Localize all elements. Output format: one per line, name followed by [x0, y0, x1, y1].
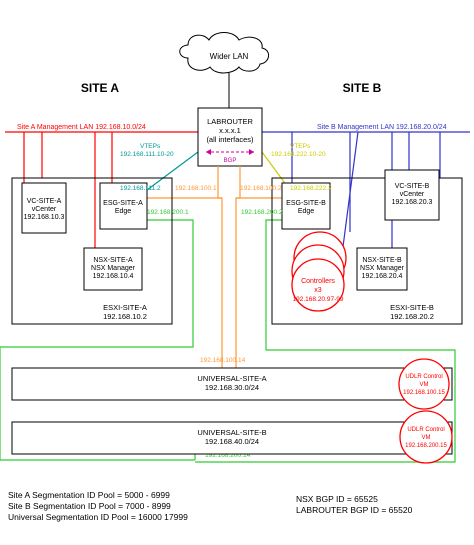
- svg-text:NSX-SITE-A: NSX-SITE-A: [93, 257, 133, 264]
- svg-text:vCenter: vCenter: [400, 191, 425, 198]
- orange-uplink-b: [235, 166, 241, 368]
- pool-u-note: Universal Segmentation ID Pool = 16000 1…: [8, 512, 188, 522]
- svg-text:UDLR Control: UDLR Control: [405, 374, 442, 380]
- udlr-control-vm-a: UDLR Control VM 192.168.100.15: [398, 358, 450, 410]
- controllers-cluster: Controllers x3 192.168.20.97-99: [291, 231, 347, 312]
- labrouter-note: (all interfaces): [206, 135, 254, 144]
- site-a-mgmt-label: Site A Management LAN 192.168.10.0/24: [17, 124, 146, 131]
- svg-text:ESG-SITE-B: ESG-SITE-B: [286, 200, 326, 207]
- svg-text:192.168.20.3: 192.168.20.3: [392, 199, 433, 206]
- svg-text:VC-SITE-B: VC-SITE-B: [395, 183, 430, 190]
- svg-text:192.168.20.4: 192.168.20.4: [362, 273, 403, 280]
- svg-text:NSX Manager: NSX Manager: [91, 265, 136, 272]
- vteps-a-net: 192.168.111.10-20: [120, 151, 174, 158]
- svg-text:VC-SITE-A: VC-SITE-A: [27, 198, 62, 205]
- svg-text:192.168.10.3: 192.168.10.3: [24, 214, 65, 221]
- esxi-site-a: ESXI-SITE-A 192.168.10.2: [11, 177, 173, 325]
- esg-a-uplink-ip: 192.168.100.1: [175, 185, 217, 192]
- vtep-link-a: [146, 151, 199, 191]
- svg-text:192.168.40.0/24: 192.168.40.0/24: [205, 437, 259, 446]
- svg-text:ESG-SITE-A: ESG-SITE-A: [103, 200, 143, 207]
- esg-b-transit-ip: 192.168.200.2: [241, 209, 283, 216]
- wider-lan-label: Wider LAN: [210, 52, 249, 61]
- vteps-b-net: 192.168.222.10-20: [271, 151, 326, 158]
- universal-b-link-ip: 192.168.200.14: [205, 452, 251, 459]
- labrouter-addr: x.x.x.1: [219, 126, 241, 135]
- vteps-b-label: VTEPs: [290, 143, 311, 150]
- universal-a-link-ip: 192.168.100.14: [200, 357, 246, 364]
- orange-uplink-a: [217, 166, 223, 368]
- esg-site-a: ESG-SITE-A Edge: [99, 182, 148, 230]
- svg-text:UNIVERSAL-SITE-B: UNIVERSAL-SITE-B: [197, 428, 266, 437]
- svg-text:192.168.100.15: 192.168.100.15: [403, 390, 445, 396]
- esg-b-uplink-ip: 192.168.100.2: [240, 185, 282, 192]
- green-transit-a: [0, 219, 195, 461]
- svg-text:VM: VM: [420, 382, 429, 388]
- esxi-b-ip: 192.168.20.2: [390, 312, 434, 321]
- svg-text:vCenter: vCenter: [32, 206, 57, 213]
- svg-text:192.168.10.4: 192.168.10.4: [93, 273, 134, 280]
- labrouter-bgp-note: LABROUTER BGP ID = 65520: [296, 505, 413, 515]
- svg-text:UDLR Control: UDLR Control: [407, 427, 444, 433]
- esg-a-transit-ip: 192.168.200.1: [147, 209, 189, 216]
- pool-b-note: Site B Segmentation ID Pool = 7000 - 899…: [8, 501, 171, 511]
- svg-text:NSX-SITE-B: NSX-SITE-B: [362, 257, 402, 264]
- svg-text:192.168.30.0/24: 192.168.30.0/24: [205, 383, 259, 392]
- svg-text:Edge: Edge: [115, 208, 131, 215]
- svg-text:192.168.20.97-99: 192.168.20.97-99: [293, 296, 344, 303]
- site-b-heading: SITE B: [343, 81, 382, 95]
- labrouter-title: LABROUTER: [207, 117, 253, 126]
- svg-text:192.168.200.15: 192.168.200.15: [405, 443, 447, 449]
- svg-text:NSX Manager: NSX Manager: [360, 265, 405, 272]
- footer-notes: Site A Segmentation ID Pool = 5000 - 699…: [8, 490, 413, 522]
- svg-text:Controllers: Controllers: [301, 278, 335, 285]
- esxi-a-ip: 192.168.10.2: [103, 312, 147, 321]
- nsx-site-a: NSX-SITE-A NSX Manager 192.168.10.4: [83, 247, 143, 291]
- esg-a-vtep-ip: 192.168.111.2: [120, 185, 161, 192]
- svg-text:VM: VM: [422, 435, 431, 441]
- esg-site-b: ESG-SITE-B Edge: [281, 182, 331, 230]
- bgp-label: BGP: [224, 158, 237, 164]
- wider-lan-cloud: Wider LAN: [179, 32, 269, 74]
- vc-site-b: VC-SITE-B vCenter 192.168.20.3: [384, 169, 440, 221]
- site-b-mgmt-label: Site B Management LAN 192.168.20.0/24: [317, 124, 447, 131]
- esxi-site-b: ESXI-SITE-B 192.168.20.2: [271, 177, 463, 325]
- esxi-b-name: ESXI-SITE-B: [390, 303, 434, 312]
- nsx-bgp-note: NSX BGP ID = 65525: [296, 494, 378, 504]
- svg-text:x3: x3: [314, 287, 322, 294]
- site-a-heading: SITE A: [81, 81, 120, 95]
- vteps-a-label: VTEPs: [140, 143, 161, 150]
- universal-site-b: UNIVERSAL-SITE-B 192.168.40.0/24: [11, 421, 453, 455]
- svg-text:Edge: Edge: [298, 208, 314, 215]
- udlr-control-vm-b: UDLR Control VM 192.168.200.15: [399, 410, 453, 464]
- pool-a-note: Site A Segmentation ID Pool = 5000 - 699…: [8, 490, 170, 500]
- esg-b-vtep-ip: 192.168.222.2: [290, 185, 332, 192]
- universal-site-a: UNIVERSAL-SITE-A 192.168.30.0/24: [11, 367, 453, 401]
- vc-site-a: VC-SITE-A vCenter 192.168.10.3: [21, 182, 67, 234]
- svg-text:UNIVERSAL-SITE-A: UNIVERSAL-SITE-A: [197, 374, 266, 383]
- nsx-site-b: NSX-SITE-B NSX Manager 192.168.20.4: [356, 247, 408, 291]
- green-transit-b: [195, 219, 456, 463]
- labrouter-box: LABROUTER x.x.x.1 (all interfaces) BGP: [197, 107, 263, 167]
- esxi-a-name: ESXI-SITE-A: [103, 303, 147, 312]
